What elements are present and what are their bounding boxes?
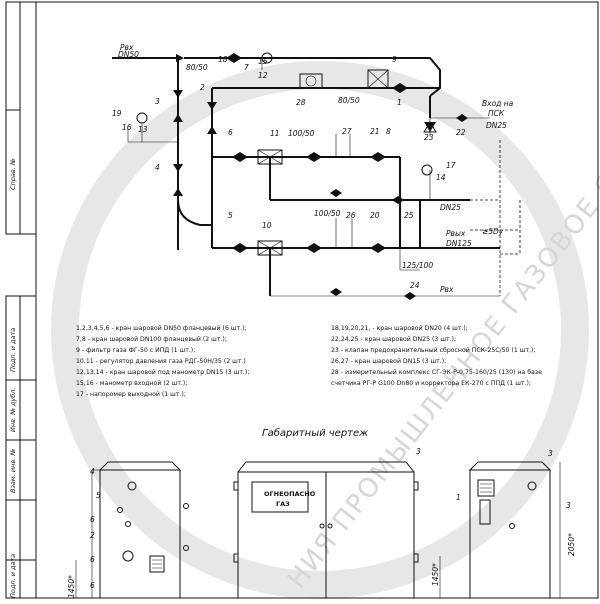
callout-1: 1 [397,98,402,107]
cabinet-front: ОГНЕОПАСНО ГАЗ 3 [233,447,421,599]
callout-28: 28 [296,98,306,107]
reducer-100-50-b: 100/50 [314,209,341,218]
callout-11: 11 [270,129,280,138]
legend-left-0: 1,2,3,4,5,6 - кран шаровой DN50 фланцевы… [76,324,247,332]
stamp-inv-dubl: Инв. № дубл. [9,388,17,432]
callout-9: 9 [392,55,397,64]
gab-callout-6b: 6 [90,555,95,564]
dim-2050: 2050* [567,533,576,556]
cabinet-side-left: 4 5 6 2 6 6 1450* [67,461,189,599]
reducer-80-50-a: 80/50 [186,63,208,72]
gab-callout-5: 5 [96,491,101,500]
psk-inlet-label: Вход на [482,99,514,108]
legend-right-5: счетчика РГ-Р G100 Dn80 и корректора ЕК-… [331,380,531,387]
inlet-pressure-label: Pвх [120,43,134,52]
dim-1450-right: 1450* [431,563,440,586]
callout-22: 22 [456,128,466,137]
callout-2: 2 [200,83,205,92]
inlet-dn-label: DN50 [118,50,139,59]
gab-callout-2: 2 [90,531,95,540]
legend-left-6: 17 - напоромер выходной (1 шт.); [76,390,186,398]
callout-6: 6 [228,128,233,137]
warning-sign-line2: ГАЗ [276,500,290,508]
outlet-dn-label: DN125 [446,239,472,248]
gab-front-callout-3: 3 [416,447,421,456]
callout-24: 24 [410,281,420,290]
bypass-5dy-label: ≥5Dу [482,227,504,236]
gab-callout-4: 4 [90,467,95,476]
callout-21: 21 [370,127,380,136]
callout-26: 26 [346,211,356,220]
callout-18: 18 [218,55,228,64]
callout-19: 19 [112,109,122,118]
reducer-100-50-a: 100/50 [288,129,315,138]
legend-left-5: 15,16 - манометр входной (2 шт.); [76,379,187,387]
callout-5: 5 [228,211,233,220]
reducer-labels: 80/50 80/50 100/50 100/50 125/100 Вход н… [186,63,514,294]
legend-left-3: 10,11 - регулятор давления газа РДГ-50Н/… [76,358,246,365]
stamp-vzam-inv: Взам. инв. № [9,449,17,493]
callout-16: 16 [122,123,132,132]
gab-right-callout-3a: 3 [548,449,553,458]
callout-15: 15 [258,57,268,66]
side-stamp: Справ. № Подп. и дата Инв. № дубл. Взам.… [5,1,37,599]
gabarit-title: Габаритный чертеж [262,427,368,439]
gab-right-callout-1: 1 [456,493,461,502]
legend-left-4: 12,13,14 - кран шаровой под манометр DN1… [76,368,249,376]
callout-7: 7 [244,63,249,72]
psk-dn-label: DN25 [486,121,507,130]
callout-23: 23 [424,133,434,142]
watermark: НИЯ ПРОМЫШЛЕННОЕ ГАЗОВОЕ ОБОРУДОВАНИЕ [51,0,600,599]
callout-17: 17 [446,161,456,170]
callout-10: 10 [262,221,272,230]
callout-8: 8 [386,127,391,136]
stamp-sprav: Справ. № [9,158,17,190]
legend-right-4: 28 - измерительный комплекс СГ-ЭК-Р-0,75… [331,368,542,376]
equipment-legend: 1,2,3,4,5,6 - кран шаровой DN50 фланцевы… [76,324,542,398]
warning-sign-line1: ОГНЕОПАСНО [264,490,316,498]
callout-12: 12 [258,71,268,80]
psk-label: ПСК [488,109,505,118]
gab-callout-6c: 6 [90,581,95,590]
dn25-label: DN25 [440,203,461,212]
callout-27: 27 [342,127,352,136]
callout-14: 14 [436,173,446,182]
legend-right-2: 23 - клапан предохранительный сбросной П… [331,346,536,354]
legend-left-1: 7,8 - кран шаровой DN100 фланцевый (2 шт… [76,335,227,343]
legend-right-3: 26,27 - кран шаровой DN15 (3 шт.); [331,357,446,365]
reducer-80-50-b: 80/50 [338,96,360,105]
outlet-pressure-label: Pвых [446,229,466,238]
schema-callouts: 1 2 3 4 5 6 7 8 9 10 11 12 13 14 15 16 1… [112,55,466,290]
callout-13: 13 [138,125,148,134]
legend-right-0: 18,19,20,21, - кран шаровой DN20 (4 шт.)… [331,324,468,332]
gab-right-callout-3b: 3 [566,501,571,510]
callout-25: 25 [404,211,414,220]
cabinet-side-right: 3 1 3 1450* 2050* [431,449,576,599]
legend-left-2: 9 - фильтр газа ФГ-50 с ИПД (1 шт.); [76,347,195,354]
callout-20: 20 [370,211,380,220]
stamp-podp-data-1: Подп. и дата [9,328,17,372]
callout-4: 4 [155,163,160,172]
pipeline-schematic: Pвх DN50 [112,43,521,300]
callout-3: 3 [155,97,160,106]
dim-1450-left: 1450* [67,575,76,598]
legend-right-1: 22,24,25 - кран шаровой DN25 (3 шт.); [331,335,456,343]
stamp-podp-data-2: Подп. и дата [9,554,17,598]
reducer-125-100: 125/100 [402,261,433,270]
gab-callout-6a: 6 [90,515,95,524]
outlet-small-label: Pвх [440,285,454,294]
